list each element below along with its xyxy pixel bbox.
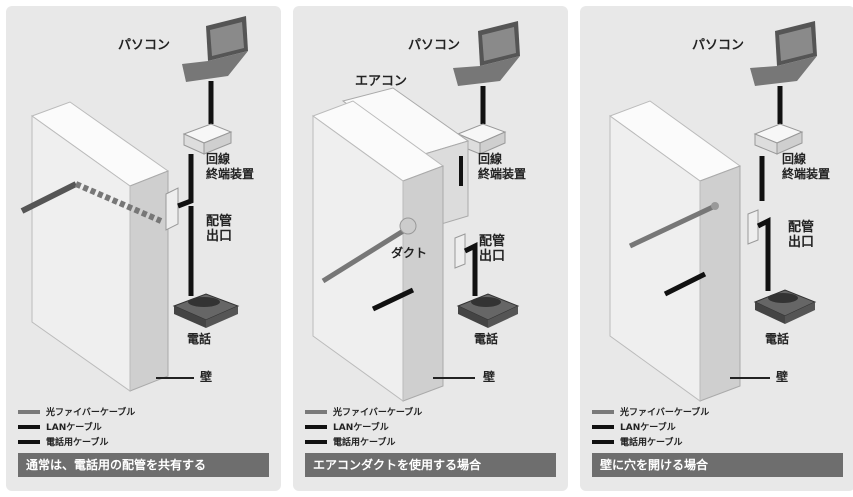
caption: エアコンダクトを使用する場合	[305, 453, 556, 477]
legend-label: 電話用ケーブル	[46, 438, 109, 448]
legend-item: 電話用ケーブル	[592, 434, 709, 449]
fiber-swatch	[18, 409, 40, 414]
outlet-label: 配管 出口	[206, 214, 233, 244]
legend-item: 電話用ケーブル	[305, 434, 422, 449]
lan-swatch	[18, 424, 40, 429]
panel-shared-phone-pipe: パソコン 回線 終端装置 配管 出口 電話 壁 光ファイバーケーブル LANケー…	[6, 6, 281, 491]
duct-label: ダクト	[391, 246, 428, 260]
lan-cable-through-wall	[663, 271, 707, 297]
phone-label: 電話	[187, 332, 212, 346]
legend-label: 光ファイバーケーブル	[620, 408, 710, 418]
wall-shape	[608, 100, 742, 402]
aircon-label: エアコン	[355, 74, 408, 89]
pc-label: パソコン	[408, 38, 461, 53]
phone-swatch	[592, 439, 614, 444]
onu-label: 回線 終端装置	[206, 152, 255, 181]
outlet-box-icon	[454, 233, 466, 269]
phone-icon	[753, 289, 817, 324]
outlet-label: 配管 出口	[788, 220, 815, 250]
pc-label: パソコン	[118, 38, 171, 53]
lan-swatch	[305, 424, 327, 429]
legend-label: LANケーブル	[620, 423, 676, 433]
panel-3-illustration	[608, 21, 817, 402]
phone-swatch	[305, 439, 327, 444]
legend-label: LANケーブル	[333, 423, 389, 433]
fiber-swatch	[592, 409, 614, 414]
phone-cable	[463, 241, 478, 296]
caption: 通常は、電話用の配管を共有する	[18, 453, 269, 477]
fiber-swatch	[305, 409, 327, 414]
fiber-cable	[321, 225, 410, 284]
wall-label: 壁	[483, 370, 496, 384]
legend-label: 光ファイバーケーブル	[333, 408, 423, 418]
duct-hole-icon	[399, 217, 417, 235]
phone-label: 電話	[765, 332, 790, 346]
phone-label: 電話	[474, 332, 499, 346]
laptop-icon	[453, 21, 520, 86]
wall-hole-icon	[711, 202, 719, 210]
outlet-label: 配管 出口	[479, 234, 506, 264]
phone-swatch	[18, 439, 40, 444]
outlet-box-icon	[747, 209, 759, 245]
legend: 光ファイバーケーブル LANケーブル 電話用ケーブル	[18, 404, 135, 449]
legend-item: 光ファイバーケーブル	[592, 404, 709, 419]
phone-cable	[756, 216, 771, 291]
onu-device-icon	[753, 123, 804, 155]
wall-label: 壁	[776, 370, 789, 384]
phone-icon	[172, 293, 240, 328]
fiber-cable	[20, 181, 78, 214]
lan-cable-through-wall	[371, 287, 415, 312]
onu-label: 回線 終端装置	[478, 152, 527, 181]
legend-item: LANケーブル	[305, 419, 422, 434]
phone-cable-up	[177, 154, 194, 209]
onu-label: 回線 終端装置	[782, 152, 831, 181]
fiber-cable	[628, 203, 717, 249]
panel-2-illustration	[311, 21, 520, 402]
laptop-icon	[750, 21, 817, 86]
wall-label: 壁	[200, 370, 213, 384]
legend-item: 光ファイバーケーブル	[18, 404, 135, 419]
panel-drill-wall: パソコン 回線 終端装置 配管 出口 電話 壁 光ファイバーケーブル LANケー…	[580, 6, 853, 491]
legend-label: 光ファイバーケーブル	[46, 408, 136, 418]
legend: 光ファイバーケーブル LANケーブル 電話用ケーブル	[592, 404, 709, 449]
panel-1-illustration	[20, 16, 248, 392]
pc-label: パソコン	[692, 38, 745, 53]
legend-label: 電話用ケーブル	[333, 438, 396, 448]
legend-item: LANケーブル	[592, 419, 709, 434]
legend: 光ファイバーケーブル LANケーブル 電話用ケーブル	[305, 404, 422, 449]
outlet-box-icon	[165, 187, 179, 231]
legend-label: LANケーブル	[46, 423, 102, 433]
wall-shape	[30, 101, 170, 392]
caption: 壁に穴を開ける場合	[592, 453, 843, 477]
panel-aircon-duct: パソコン エアコン 回線 終端装置 ダクト 配管 出口 電話 壁 光ファイバーケ…	[293, 6, 568, 491]
legend-label: 電話用ケーブル	[620, 438, 683, 448]
onu-device-icon	[182, 123, 233, 155]
legend-item: LANケーブル	[18, 419, 135, 434]
lan-swatch	[592, 424, 614, 429]
laptop-icon	[182, 16, 248, 82]
legend-item: 電話用ケーブル	[18, 434, 135, 449]
legend-item: 光ファイバーケーブル	[305, 404, 422, 419]
phone-icon	[456, 293, 520, 328]
